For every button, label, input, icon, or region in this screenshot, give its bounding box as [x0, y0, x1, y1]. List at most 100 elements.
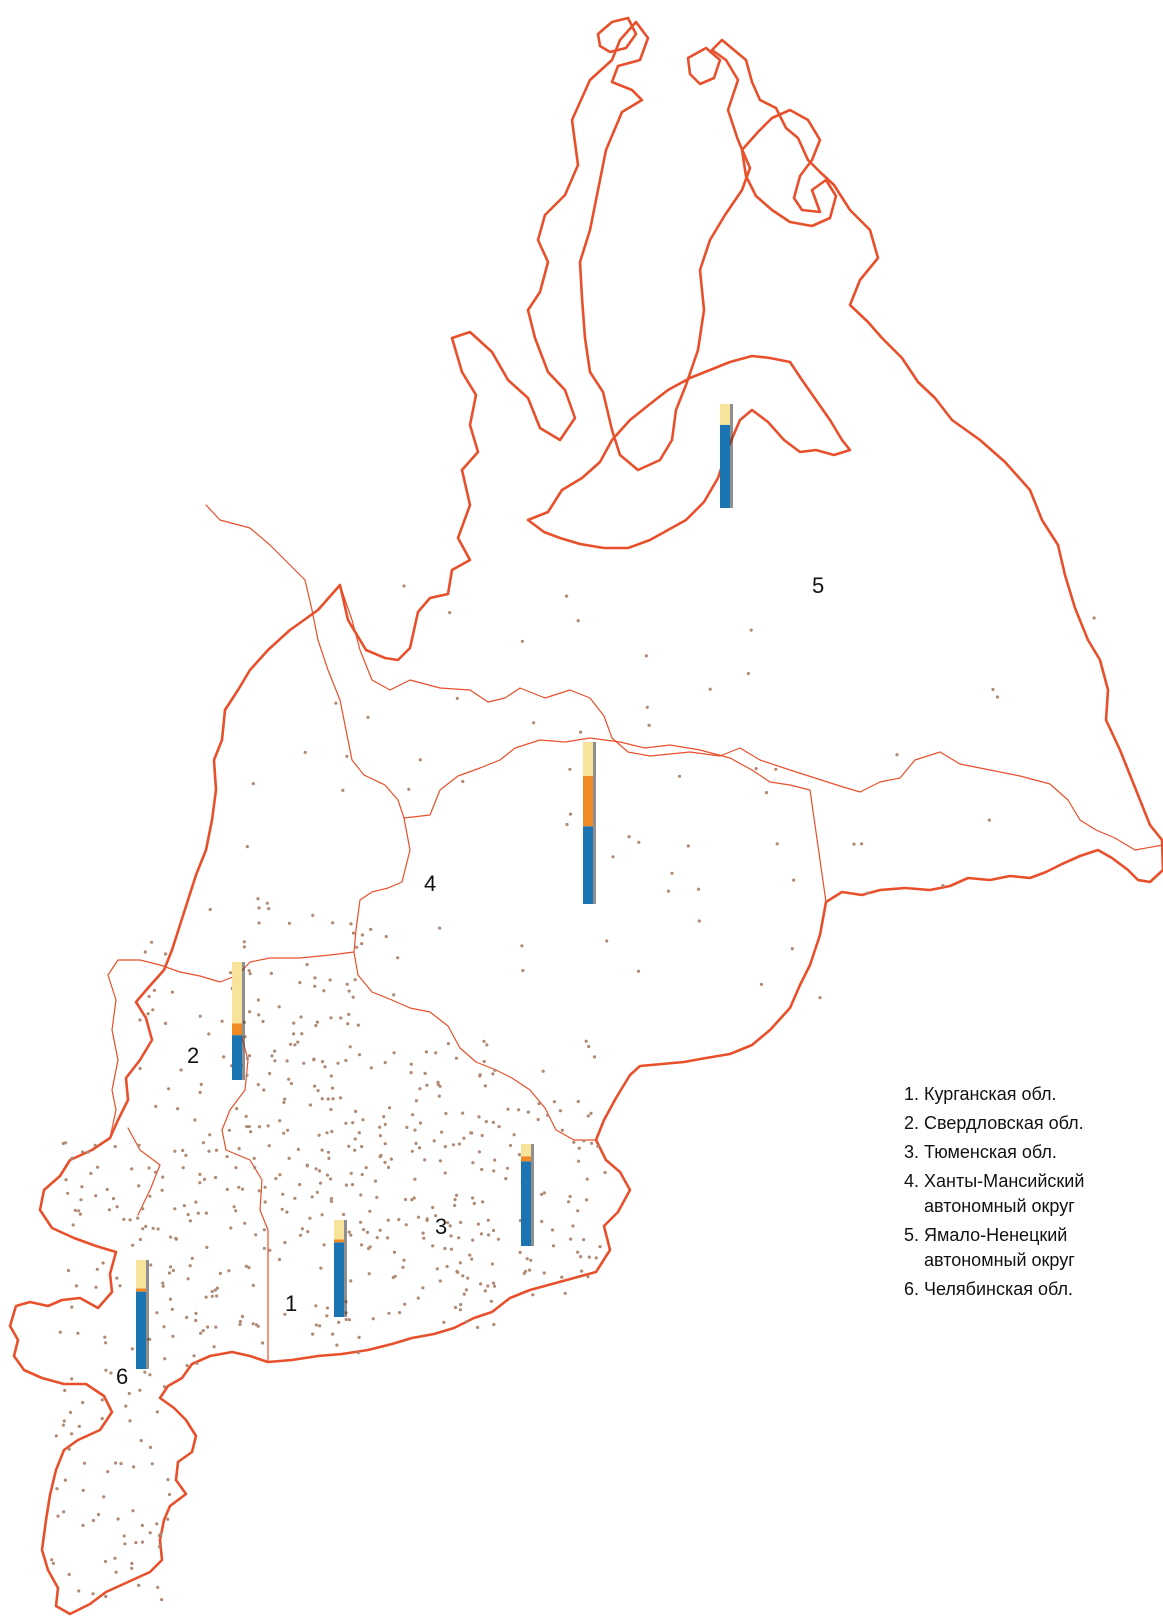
settlement-dot: [375, 1236, 379, 1240]
settlement-dot: [282, 1100, 286, 1105]
settlement-dot: [576, 619, 580, 623]
settlement-dot: [299, 1233, 303, 1237]
settlement-dot: [594, 1256, 598, 1260]
region-label-sverdlovsk: 2: [187, 1043, 199, 1068]
settlement-dot: [214, 1325, 218, 1329]
settlement-dot: [94, 1194, 98, 1198]
settlement-dot: [147, 1166, 151, 1170]
legend-number: 2.: [904, 1113, 920, 1133]
settlement-dot: [445, 1264, 449, 1269]
settlement-dot: [357, 1131, 361, 1135]
settlement-dot: [567, 1200, 571, 1204]
legend-region-name: Свердловская обл.: [924, 1113, 1084, 1133]
settlement-dot: [248, 972, 252, 976]
settlement-dot: [77, 1589, 81, 1593]
settlement-dot: [146, 1012, 150, 1016]
settlement-dot: [440, 1130, 444, 1134]
settlement-dot: [525, 1257, 529, 1261]
settlement-dot: [347, 989, 351, 993]
settlement-dot: [576, 1250, 580, 1254]
settlement-dot: [257, 1013, 261, 1017]
settlement-dot: [81, 1488, 85, 1492]
settlement-dot: [540, 1192, 544, 1196]
settlement-dot: [267, 907, 271, 911]
settlement-dot: [289, 1042, 293, 1046]
settlement-dot: [775, 842, 779, 846]
settlement-dot: [636, 969, 641, 973]
settlement-dot: [245, 1073, 249, 1077]
settlement-dot: [532, 721, 536, 725]
settlement-dot: [314, 1167, 318, 1171]
settlement-dot: [483, 1084, 487, 1088]
bar-segment-tyumen-1: [521, 1156, 531, 1162]
settlement-dot: [118, 1284, 122, 1288]
bar-segment-tyumen-0: [521, 1161, 531, 1246]
settlement-dot: [285, 1059, 289, 1063]
settlement-dot: [371, 1317, 375, 1321]
settlement-dot: [114, 1461, 118, 1465]
settlement-dot: [356, 1351, 360, 1355]
bar-segment-side: [531, 1156, 534, 1162]
settlement-dot: [434, 1214, 438, 1218]
settlement-dot: [421, 1286, 425, 1290]
settlement-dot: [207, 1032, 211, 1036]
settlement-dot: [266, 1124, 270, 1128]
bar-segment-khmao-2: [583, 742, 593, 777]
settlement-dot: [326, 1150, 331, 1154]
settlement-dot: [329, 1016, 333, 1020]
settlement-dot: [644, 654, 648, 658]
settlement-dot: [170, 990, 174, 994]
settlement-dot: [140, 1523, 144, 1527]
bar-segment-sverdlovsk-0: [232, 1035, 242, 1080]
settlement-dot: [54, 1434, 58, 1438]
settlement-dot: [238, 1322, 242, 1327]
settlement-dot: [79, 1198, 83, 1202]
settlement-dot: [299, 1015, 303, 1019]
settlement-dot: [329, 1199, 333, 1203]
settlement-dot: [410, 1149, 414, 1153]
settlement-dot: [222, 1055, 226, 1059]
settlement-dot: [104, 1341, 108, 1345]
settlement-dot: [453, 1203, 457, 1208]
settlement-dot: [71, 1223, 75, 1227]
settlement-dot: [234, 1166, 238, 1170]
settlement-dot: [479, 1232, 483, 1236]
settlement-dot: [448, 1224, 452, 1228]
legend-number: 3.: [904, 1142, 920, 1162]
settlement-dot: [572, 1140, 576, 1144]
settlement-dot: [237, 1147, 241, 1151]
settlement-dot: [102, 1495, 106, 1499]
settlement-dot: [345, 754, 349, 758]
border-sverdlovsk-south: [107, 817, 411, 983]
settlement-dot: [344, 1183, 348, 1187]
settlement-dot: [577, 1159, 581, 1163]
settlement-dot: [493, 1284, 497, 1288]
settlement-dot: [356, 1023, 360, 1027]
settlement-dot: [987, 818, 991, 822]
settlement-dot: [384, 935, 388, 939]
settlement-dot: [818, 996, 822, 1000]
settlement-dot: [93, 1143, 97, 1147]
settlement-dot: [204, 1295, 208, 1299]
settlement-dot: [95, 1267, 99, 1271]
settlement-dot: [293, 1196, 297, 1200]
settlement-dot: [357, 1335, 361, 1339]
settlement-dot: [330, 1086, 335, 1090]
settlement-dot: [270, 1054, 274, 1058]
settlement-dot: [238, 1319, 242, 1324]
settlement-dot: [697, 919, 701, 923]
settlement-dot: [398, 1311, 402, 1315]
settlement-dot: [455, 696, 459, 701]
settlement-dot: [416, 1215, 421, 1219]
settlement-dot: [320, 1213, 324, 1217]
settlement-dot: [67, 1447, 71, 1451]
settlement-dot: [373, 1179, 378, 1183]
settlement-dot: [161, 1281, 165, 1285]
settlement-dot: [546, 1113, 550, 1117]
settlement-dot: [486, 1218, 490, 1222]
settlement-dot: [159, 1532, 163, 1536]
bar-segment-khmao-1: [583, 776, 593, 827]
settlement-dot: [478, 1074, 482, 1078]
settlement-dot: [367, 1272, 371, 1276]
settlement-dot: [305, 963, 309, 967]
